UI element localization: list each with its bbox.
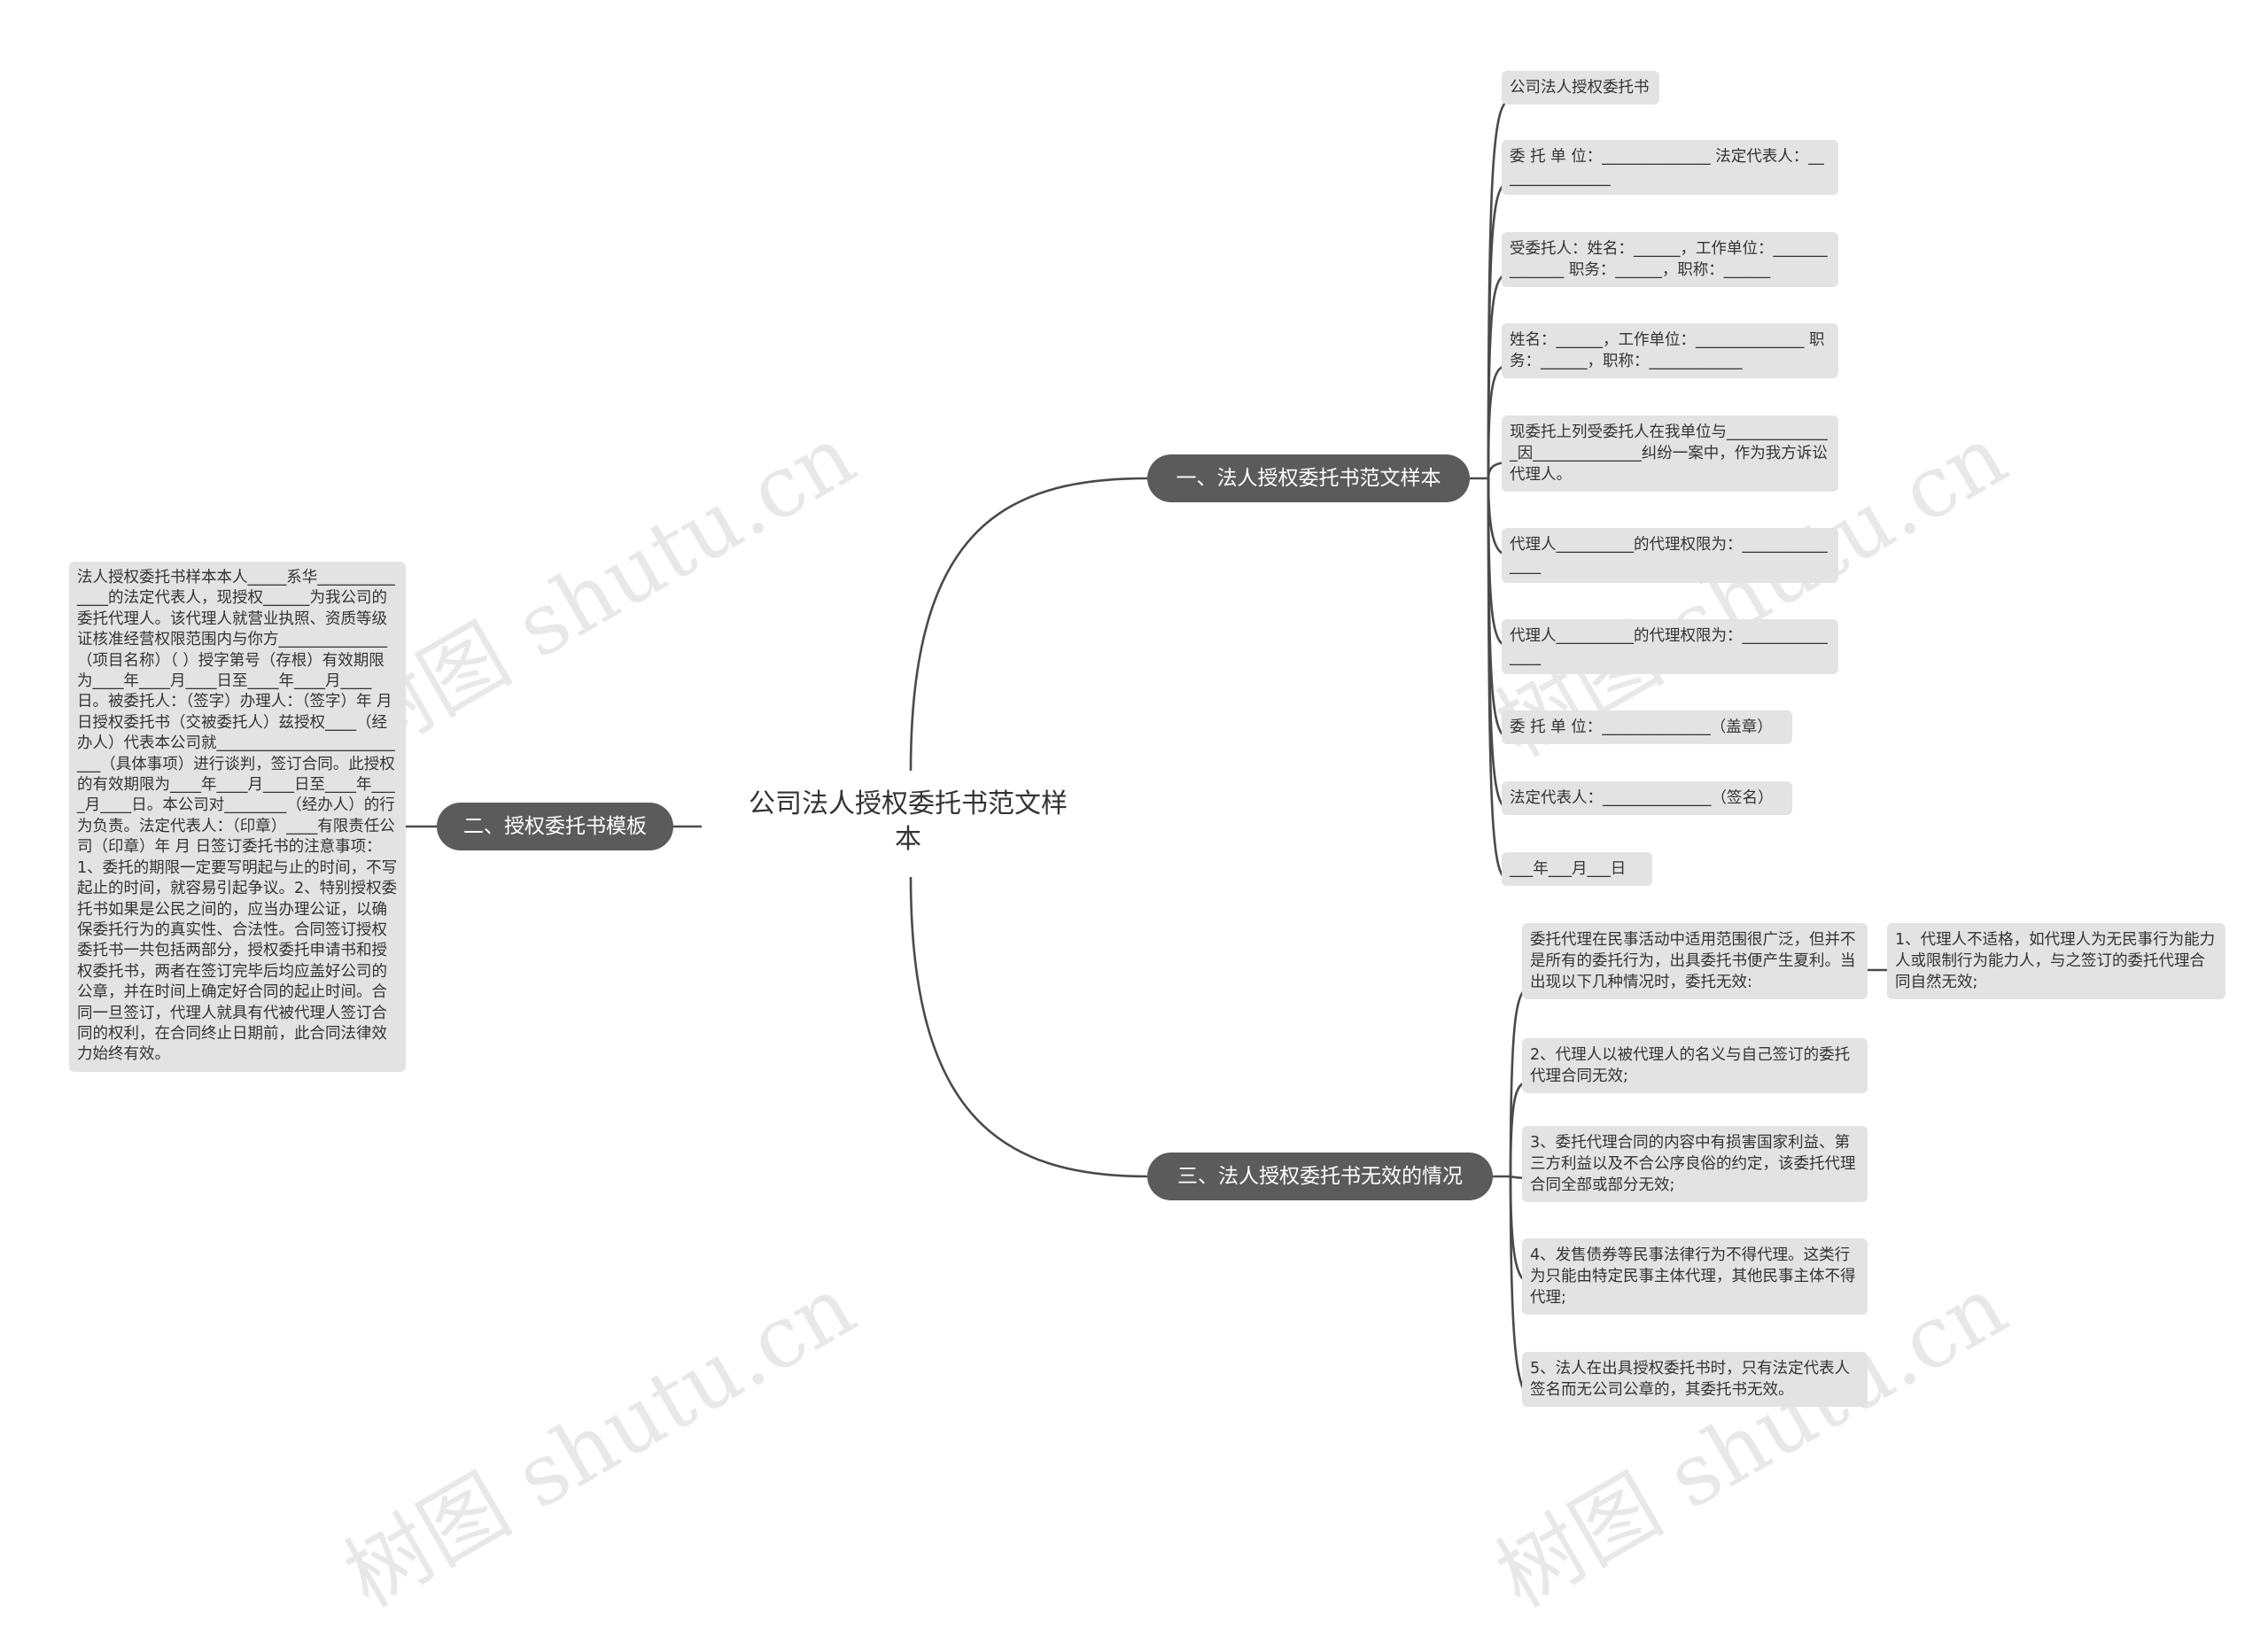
central-topic[interactable]: 公司法人授权委托书范文样本 <box>749 788 1068 855</box>
leaf-title[interactable]: 公司法人授权委托书 <box>1502 71 1659 105</box>
leaf-date[interactable]: ___年___月___日 <box>1502 852 1652 886</box>
wire-center-b3 <box>909 876 1148 1178</box>
leaf-template-text[interactable]: 法人授权委托书样本本人_____系华______________的法定代表人，现… <box>69 562 406 1072</box>
leaf-signature[interactable]: 法定代表人：______________（签名） <box>1502 781 1792 815</box>
leaf-invalid-4[interactable]: 4、发售债券等民事法律行为不得代理。这类行为只能由特定民事主体代理，其他民事主体… <box>1522 1238 1868 1315</box>
wire-center-b1 <box>909 477 1148 772</box>
leaf-invalid-intro[interactable]: 委托代理在民事活动中适用范围很广泛，但并不是所有的委托行为，出具委托书便产生夏利… <box>1522 923 1868 999</box>
branch-invalid-cases[interactable]: 三、法人授权委托书无效的情况 <box>1147 1153 1493 1200</box>
leaf-seal[interactable]: 委 托 单 位：______________（盖章） <box>1502 710 1792 744</box>
leaf-agent-info[interactable]: 受委托人：姓名：______，工作单位：______________ 职务：__… <box>1502 232 1838 287</box>
leaf-entrust-statement[interactable]: 现委托上列受委托人在我单位与______________因___________… <box>1502 415 1838 492</box>
leaf-principal-unit[interactable]: 委 托 单 位：______________ 法定代表人：___________… <box>1502 140 1838 195</box>
leaf-invalid-3[interactable]: 3、委托代理合同的内容中有损害国家利益、第三方利益以及不合公序良俗的约定，该委托… <box>1522 1126 1868 1202</box>
leaf-invalid-5[interactable]: 5、法人在出具授权委托书时，只有法定代表人签名而无公司公章的，其委托书无效。 <box>1522 1352 1868 1407</box>
leaf-name-info[interactable]: 姓名：______，工作单位：______________ 职务：______，… <box>1502 323 1838 378</box>
branch-template[interactable]: 二、授权委托书模板 <box>437 803 673 850</box>
leaf-invalid-2[interactable]: 2、代理人以被代理人的名义与自己签订的委托代理合同无效; <box>1522 1038 1868 1093</box>
leaf-agent-authority-2[interactable]: 代理人__________的代理权限为：_______________ <box>1502 619 1838 674</box>
leaf-invalid-1[interactable]: 1、代理人不适格，如代理人为无民事行为能力人或限制行为能力人，与之签订的委托代理… <box>1887 923 2225 999</box>
leaf-agent-authority-1[interactable]: 代理人__________的代理权限为：_______________ <box>1502 528 1838 583</box>
branch-sample[interactable]: 一、法人授权委托书范文样本 <box>1147 454 1470 502</box>
